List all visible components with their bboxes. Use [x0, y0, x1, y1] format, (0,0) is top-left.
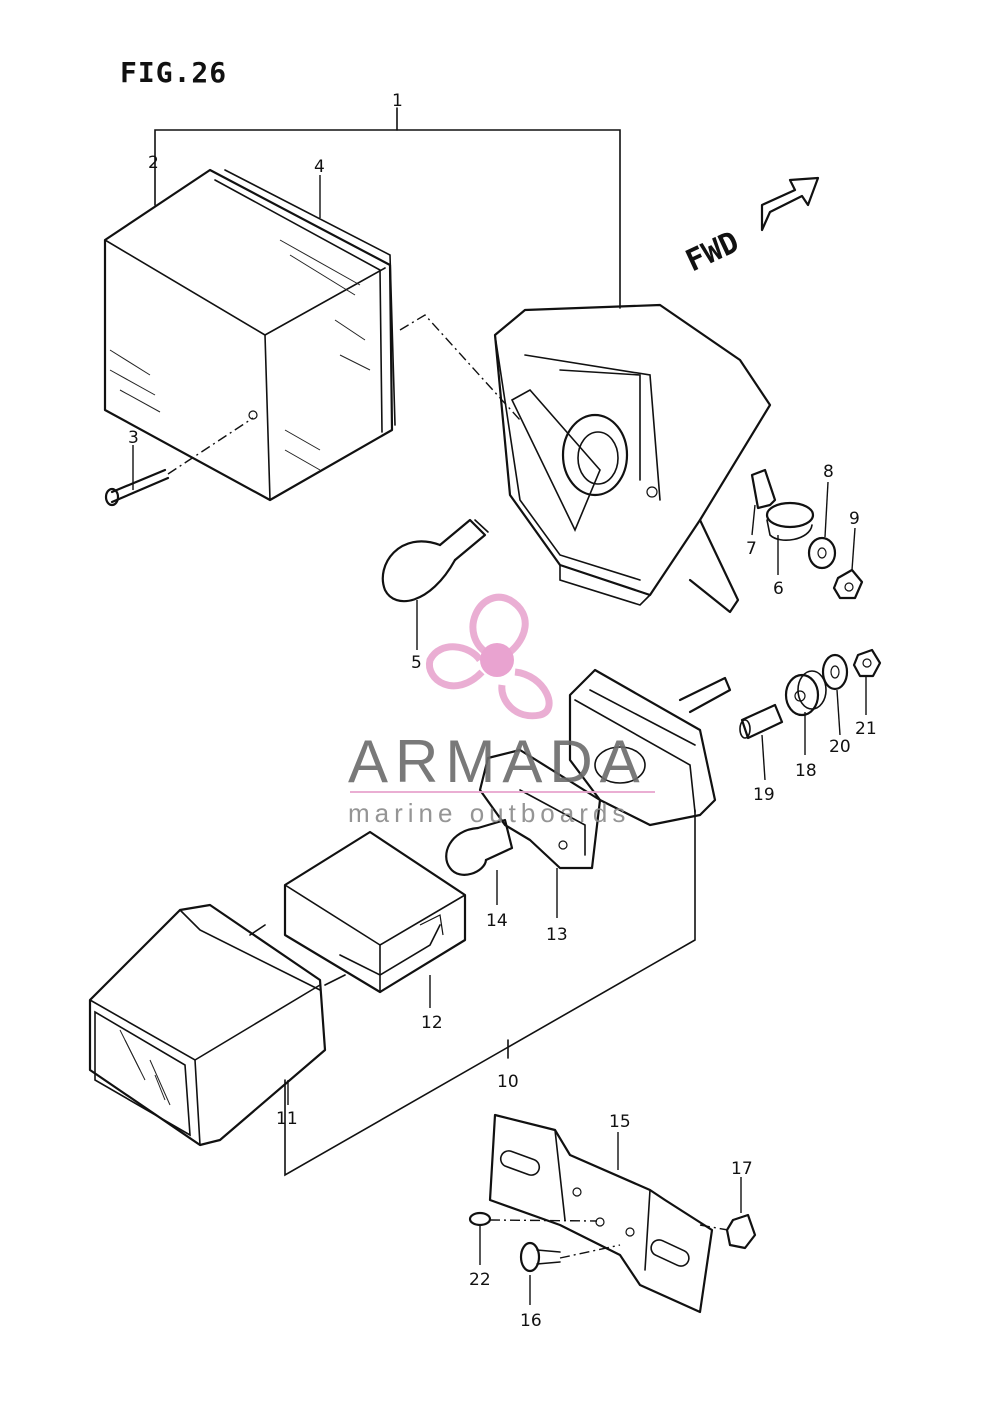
callout-20: 20 — [829, 737, 851, 757]
callout-7: 7 — [746, 539, 757, 559]
clip-22 — [468, 1211, 598, 1227]
callout-labels: 1 2 3 4 5 6 7 8 9 10 11 12 13 14 15 16 1… — [128, 91, 877, 1331]
grommet-19 — [739, 703, 784, 740]
lower-lamp-housing — [568, 668, 732, 827]
bushing-18 — [784, 670, 827, 717]
callout-12: 12 — [421, 1013, 443, 1033]
propeller-blade-left — [426, 643, 485, 690]
callout-14: 14 — [486, 911, 508, 931]
lower-lamp-gasket — [283, 830, 467, 994]
callout-10: 10 — [497, 1072, 519, 1092]
callout-2: 2 — [148, 153, 159, 173]
mounting-bracket — [488, 1113, 714, 1314]
bolt-16 — [519, 1241, 621, 1273]
assembly-1-bracket — [154, 107, 621, 309]
callout-19: 19 — [753, 785, 775, 805]
callout-4: 4 — [314, 157, 325, 177]
lower-socket-plate — [478, 748, 602, 870]
watermark-tagline: marine outboards — [348, 798, 630, 828]
callout-22: 22 — [469, 1270, 491, 1290]
propeller-logo-icon — [426, 593, 553, 720]
forward-arrow-icon — [760, 176, 820, 232]
armada-watermark: ARMADA marine outboards — [348, 593, 655, 828]
lower-lamp-lens — [88, 903, 346, 1147]
callout-15: 15 — [609, 1112, 631, 1132]
fwd-label: FWD — [681, 225, 745, 280]
lens-screw — [104, 417, 254, 507]
callout-18: 18 — [795, 761, 817, 781]
nut-21 — [852, 648, 882, 678]
callout-6: 6 — [773, 579, 784, 599]
upper-lamp-bulb — [381, 518, 489, 603]
forward-direction-indicator: FWD — [681, 176, 820, 280]
lower-lamp-bulb — [445, 818, 514, 876]
callout-17: 17 — [731, 1159, 753, 1179]
callout-11: 11 — [276, 1109, 298, 1129]
callout-21: 21 — [855, 719, 877, 739]
callout-5: 5 — [411, 653, 422, 673]
propeller-hub — [480, 643, 514, 677]
washer-20 — [821, 653, 849, 691]
watermark-brand: ARMADA — [348, 728, 647, 795]
callout-16: 16 — [520, 1311, 542, 1331]
callout-leaders — [132, 175, 867, 1305]
washer-8 — [807, 536, 837, 570]
upper-lamp-housing — [493, 303, 772, 614]
callout-1: 1 — [392, 91, 403, 111]
nut-17 — [699, 1213, 757, 1250]
assembly-10-bracket — [284, 809, 696, 1177]
upper-lamp-lens — [103, 168, 521, 502]
figure-title: FIG.26 — [120, 56, 227, 89]
nut-9 — [832, 568, 864, 600]
washer-8-hole — [817, 547, 827, 559]
propeller-blade-right — [498, 668, 553, 720]
socket-terminal — [750, 468, 815, 541]
propeller-blade-top — [469, 593, 529, 659]
callout-13: 13 — [546, 925, 568, 945]
callout-9: 9 — [849, 509, 860, 529]
callout-8: 8 — [823, 462, 834, 482]
callout-3: 3 — [128, 428, 139, 448]
